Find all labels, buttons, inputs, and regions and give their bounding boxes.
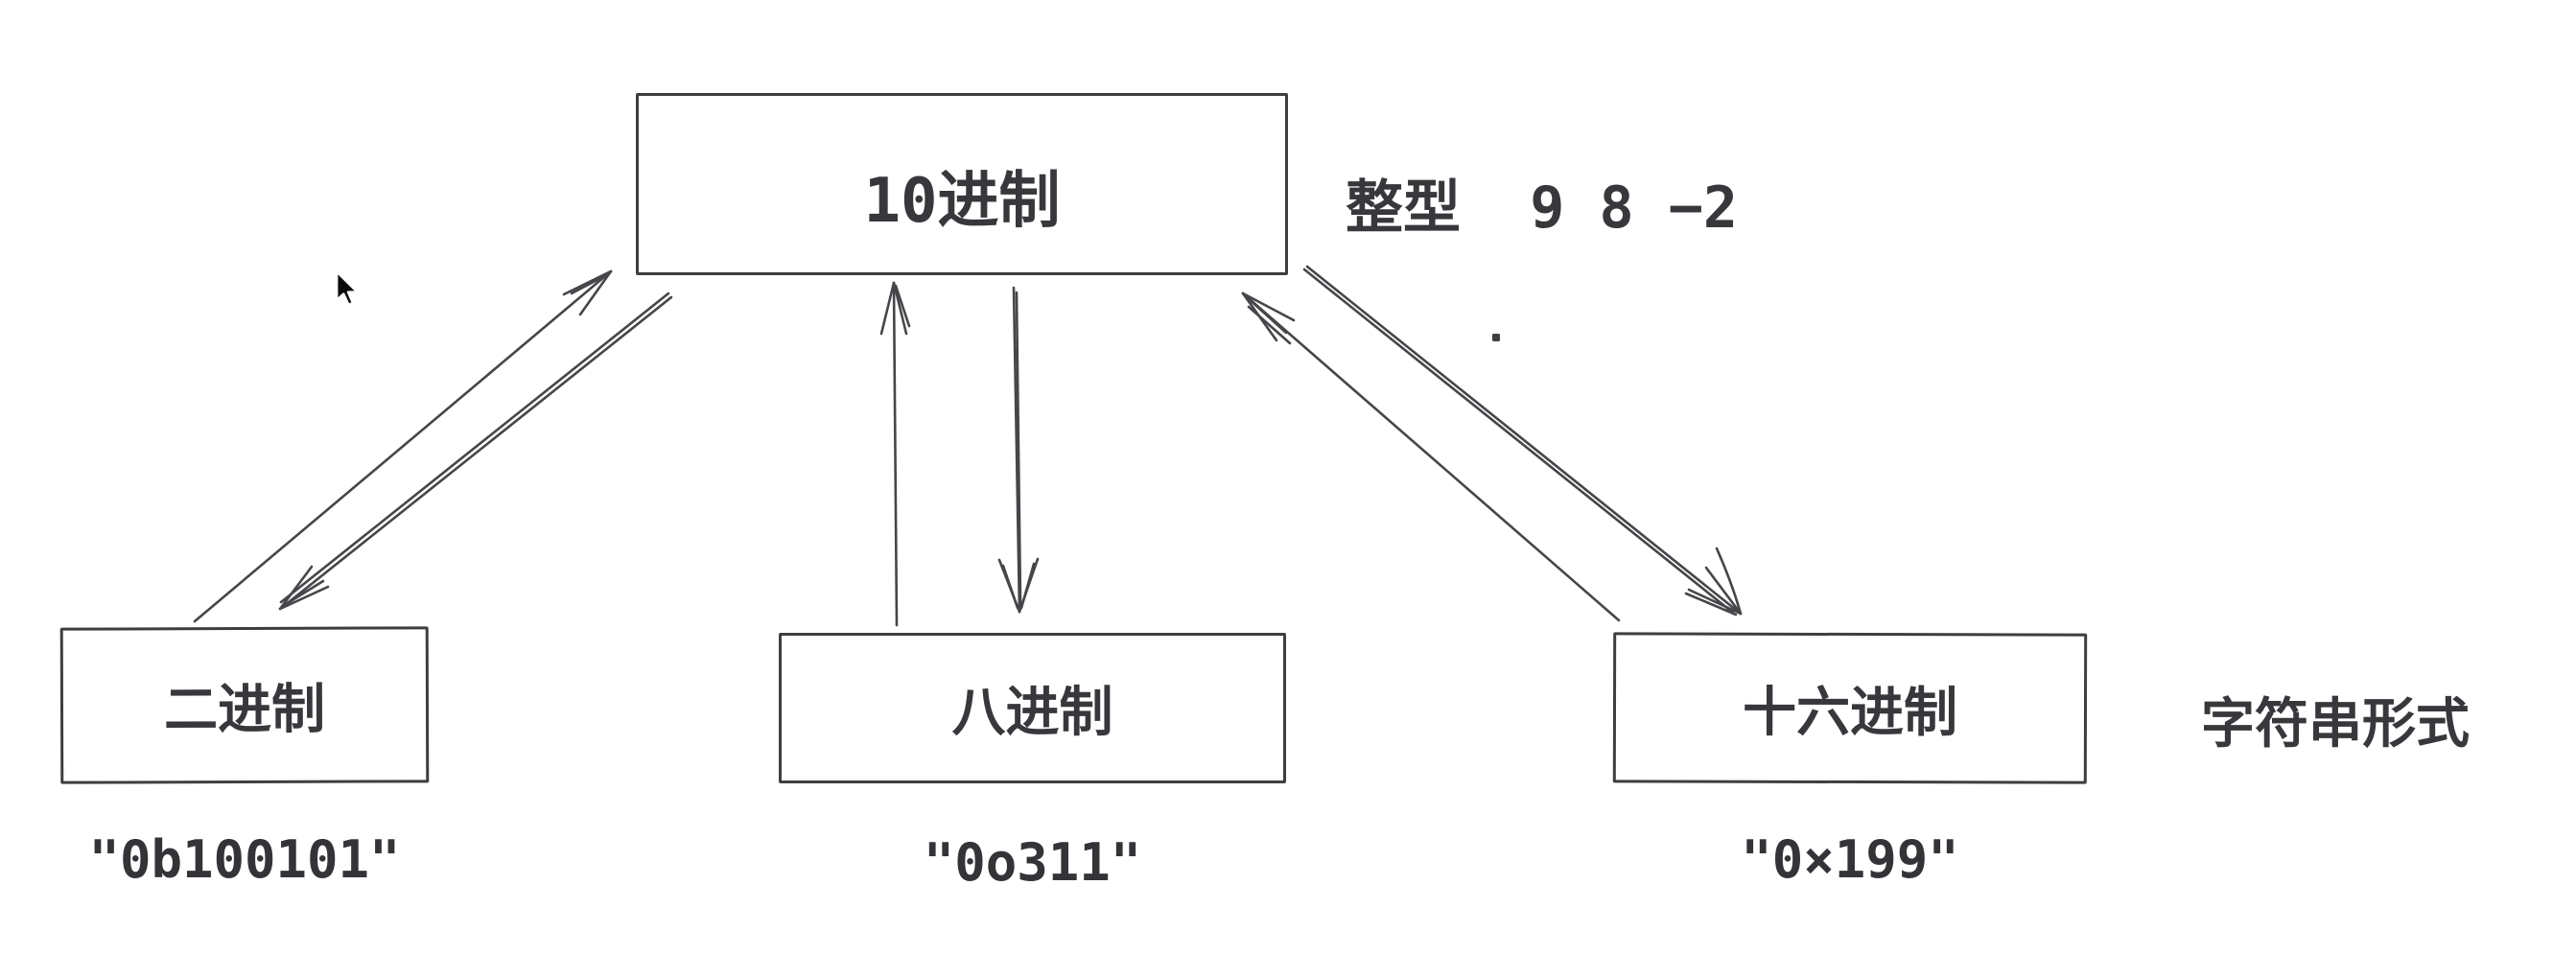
mouse-cursor-icon xyxy=(335,269,360,307)
arrow-hex-to-decimal xyxy=(1241,291,1621,622)
binary-box-label: 二进制 xyxy=(163,678,326,742)
decimal-box: 10进制 xyxy=(636,93,1288,275)
integer-annotation: 整型 9 8 −2 xyxy=(1346,175,1738,242)
ink-dot xyxy=(1492,334,1500,341)
octal-box: 八进制 xyxy=(779,633,1286,783)
string-form-annotation: 字符串形式 xyxy=(2201,693,2470,756)
hex-box: 十六进制 xyxy=(1612,632,2088,784)
arrow-octal-to-decimal xyxy=(879,281,911,627)
binary-string-literal: "0b100101" xyxy=(88,829,401,890)
arrow-decimal-to-binary xyxy=(278,291,673,611)
arrow-binary-to-decimal xyxy=(193,269,613,623)
hex-string-literal: "0×199" xyxy=(1741,829,1959,890)
binary-box: 二进制 xyxy=(59,626,430,784)
hex-box-label: 十六进制 xyxy=(1742,681,1958,745)
arrow-decimal-to-octal xyxy=(997,286,1040,614)
arrow-decimal-to-hex xyxy=(1302,265,1743,617)
decimal-box-label: 10进制 xyxy=(863,166,1061,237)
octal-box-label: 八进制 xyxy=(951,682,1113,744)
octal-string-literal: "0o311" xyxy=(923,832,1142,893)
